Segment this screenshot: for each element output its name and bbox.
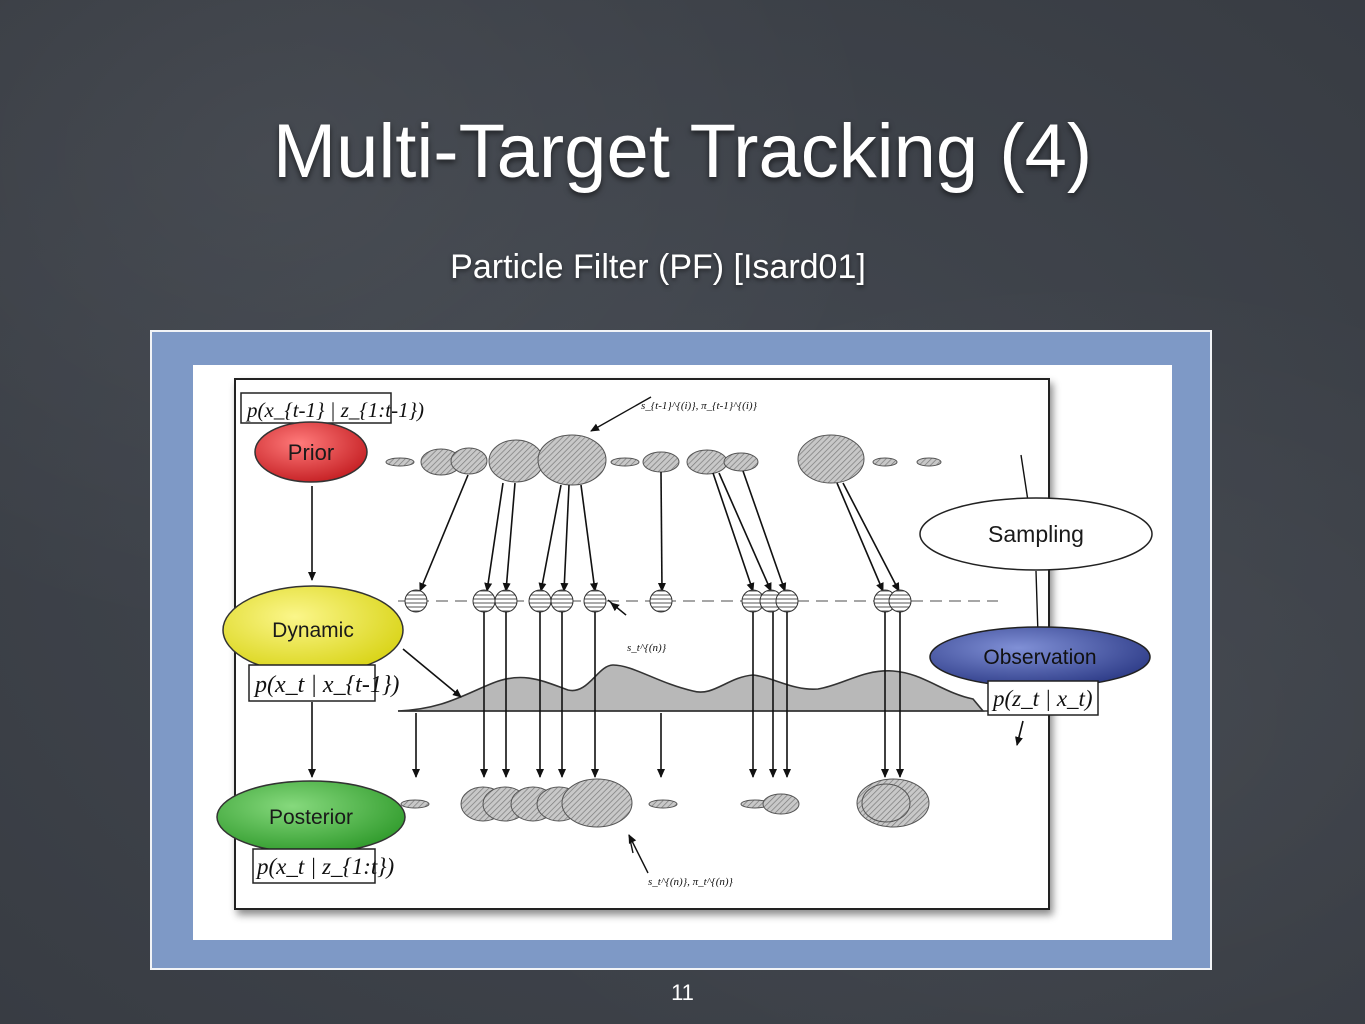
- dynamic-formula-box: [248, 664, 376, 702]
- predicted-particles: [404, 589, 912, 613]
- measurement-arrows: [412, 612, 904, 778]
- observation-formula-box: [987, 680, 1099, 716]
- prior-formula: p(x_{t-1} | z_{1:t-1}): [245, 398, 424, 422]
- diagram-svg: p(x_{t-1} | z_{1:t-1}) Prior Dynamic p(x…: [216, 378, 1153, 910]
- slide-subtitle: Particle Filter (PF) [Isard01]: [450, 248, 866, 286]
- posterior-particles: [400, 778, 930, 828]
- sampling-label: Sampling: [988, 521, 1084, 547]
- posterior-formula: p(x_t | z_{1:t}): [255, 854, 394, 879]
- sampling-arrows: [419, 470, 900, 592]
- page-number: 11: [671, 980, 694, 1005]
- annotation-bottom: s_t^{(n)}, π_t^{(n)}: [648, 876, 734, 888]
- posterior-label: Posterior: [269, 806, 353, 829]
- particle-filter-diagram: p(x_{t-1} | z_{1:t-1}) Prior Dynamic p(x…: [193, 365, 1172, 940]
- annotation-top: s_{t-1}^{(i)}, π_{t-1}^{(i)}: [641, 400, 758, 412]
- posterior-formula-box: [252, 848, 376, 884]
- prior-formula-box: [240, 392, 392, 424]
- dynamic-label: Dynamic: [272, 619, 354, 642]
- prior-node: [254, 421, 368, 483]
- dynamic-formula: p(x_t | x_{t-1}): [253, 672, 399, 698]
- observation-label: Observation: [983, 646, 1096, 669]
- observation-formula: p(z_t | x_t): [991, 686, 1093, 711]
- prior-label: Prior: [288, 440, 334, 465]
- sampling-node: [919, 497, 1153, 571]
- prior-particles: [385, 434, 942, 486]
- slide-title: Multi-Target Tracking (4): [272, 109, 1093, 194]
- annotation-middle: s_t^{(n)}: [627, 642, 667, 654]
- figure-frame: p(x_{t-1} | z_{1:t-1}) Prior Dynamic p(x…: [150, 330, 1212, 970]
